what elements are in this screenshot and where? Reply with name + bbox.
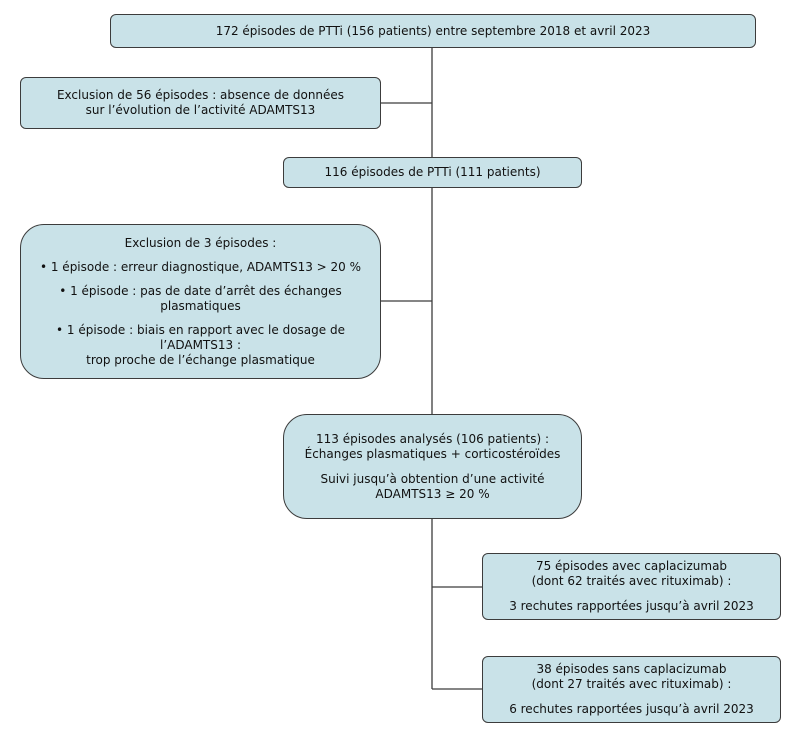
without-capla-line1: 38 épisodes sans caplacizumab <box>536 662 727 676</box>
included-116-text: 116 épisodes de PTTi (111 patients) <box>324 165 541 179</box>
without-capla-line2: (dont 27 traités avec rituximab) : <box>531 677 732 691</box>
exclusion-3-title: Exclusion de 3 épisodes : <box>124 235 277 250</box>
exclusion-3-bullet3-line1: • 1 épisode : biais en rapport avec le d… <box>56 322 345 352</box>
with-caplacizumab-box: 75 épisodes avec caplacizumab (dont 62 t… <box>482 553 781 620</box>
with-capla-line3: 3 rechutes rapportées jusqu’à avril 2023 <box>509 599 754 613</box>
analyzed-113-line3: Suivi jusqu’à obtention d’une activité <box>320 471 545 486</box>
exclusion-56-line1: Exclusion de 56 épisodes : absence de do… <box>56 88 345 102</box>
analyzed-113-line1: 113 épisodes analysés (106 patients) : <box>315 431 550 446</box>
with-capla-line1: 75 épisodes avec caplacizumab <box>535 559 728 573</box>
with-capla-line2: (dont 62 traités avec rituximab) : <box>531 574 732 588</box>
total-episodes-text: 172 épisodes de PTTi (156 patients) entr… <box>215 23 651 38</box>
analyzed-113-line4: ADAMTS13 ≥ 20 % <box>375 486 490 501</box>
exclusion-3-box: Exclusion de 3 épisodes : • 1 épisode : … <box>20 224 381 379</box>
analyzed-113-box: 113 épisodes analysés (106 patients) : É… <box>283 414 582 519</box>
total-episodes-box: 172 épisodes de PTTi (156 patients) entr… <box>110 14 756 48</box>
analyzed-113-line2: Échanges plasmatiques + corticostéroïdes <box>304 446 561 461</box>
exclusion-3-bullet1: • 1 épisode : erreur diagnostique, ADAMT… <box>39 259 362 274</box>
exclusion-56-box: Exclusion de 56 épisodes : absence de do… <box>20 77 381 129</box>
without-capla-line3: 6 rechutes rapportées jusqu’à avril 2023 <box>509 702 754 716</box>
included-116-box: 116 épisodes de PTTi (111 patients) <box>283 157 582 188</box>
exclusion-3-bullet3-line2: trop proche de l’échange plasmatique <box>86 352 315 367</box>
exclusion-3-bullet2: • 1 épisode : pas de date d’arrêt des éc… <box>59 283 342 313</box>
without-caplacizumab-box: 38 épisodes sans caplacizumab (dont 27 t… <box>482 656 781 723</box>
exclusion-56-line2: sur l’évolution de l’activité ADAMTS13 <box>85 103 316 117</box>
